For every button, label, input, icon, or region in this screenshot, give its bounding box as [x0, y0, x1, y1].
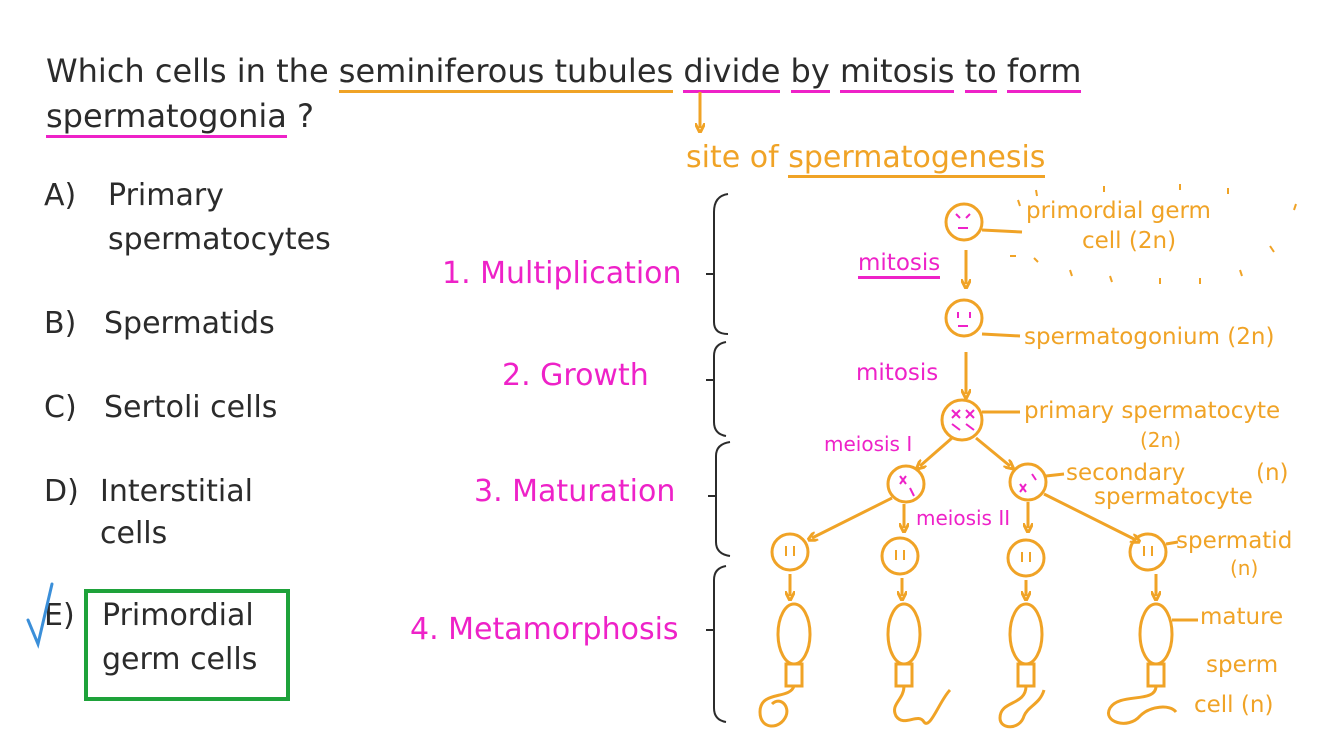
primary-spermatocyte-icon: [940, 398, 984, 442]
question-mark: ?: [297, 97, 314, 135]
correct-answer-box: [84, 589, 290, 701]
stage-multiplication: 1. Multiplication: [442, 256, 682, 291]
label-secondary-1: secondary: [1066, 460, 1186, 486]
primordial-germ-cell-icon: [944, 202, 984, 242]
label-primordial-2: cell (2n): [1082, 228, 1177, 254]
spermatid-3-icon: [1006, 538, 1046, 578]
option-e-letter: E): [44, 598, 75, 633]
question-word-to: to: [964, 52, 997, 93]
label-meiosis-1: meiosis I: [824, 432, 913, 456]
sperm-cell-2-icon: [886, 602, 952, 725]
option-d-letter: D): [44, 474, 79, 509]
label-secondary-2: spermatocyte: [1094, 484, 1253, 510]
stage-brackets: [706, 193, 731, 723]
site-prefix: site of: [686, 140, 779, 175]
label-secondary-n: (n): [1256, 460, 1289, 486]
label-spermatogonium: spermatogonium (2n): [1024, 324, 1275, 350]
option-a-text-2: spermatocytes: [108, 222, 331, 257]
label-mature-1: mature: [1200, 604, 1284, 630]
question-word-form: form: [1006, 52, 1082, 93]
stage-maturation: 3. Maturation: [474, 474, 676, 509]
spermatid-1-icon: [770, 532, 810, 572]
question-line-1: Which cells in the seminiferous tubules …: [46, 52, 1082, 93]
label-mitosis-1: mitosis: [858, 250, 941, 279]
option-d-text-2: cells: [100, 516, 168, 551]
option-d-text-1: Interstitial: [100, 474, 253, 509]
label-meiosis-2: meiosis II: [916, 506, 1011, 530]
label-primary-2: (2n): [1140, 428, 1182, 452]
question-term-mitosis: mitosis: [839, 52, 955, 93]
question-line-2: spermatogonia ?: [46, 97, 314, 138]
option-a-text-1: Primary: [108, 178, 224, 213]
label-mature-2: sperm: [1206, 652, 1279, 678]
sperm-cell-1-icon: [758, 602, 812, 728]
meiosis-arrow-right: [975, 436, 1010, 466]
secondary-spermatocyte-right-icon: [1008, 462, 1048, 502]
chromosome-marks: [899, 213, 1037, 497]
secondary-spermatocyte-left-icon: [886, 464, 926, 504]
label-primary-1: primary spermatocyte: [1024, 398, 1281, 424]
option-e-text-1: Primordial: [102, 598, 254, 633]
stage-metamorphosis: 4. Metamorphosis: [410, 612, 679, 647]
question-word-divide: divide: [683, 52, 781, 93]
question-term-seminiferous-tubules: seminiferous tubules: [338, 52, 674, 93]
sperm-cell-4-icon: [1107, 602, 1178, 725]
site-label: site of spermatogenesis: [686, 140, 1046, 178]
question-word-by: by: [790, 52, 830, 93]
spermatid-4-icon: [1128, 532, 1168, 572]
question-term-spermatogonia: spermatogonia: [46, 97, 287, 138]
spermatid-2-icon: [880, 536, 920, 576]
spermatid-marks: [785, 546, 1153, 562]
spermatogonium-icon: [944, 298, 984, 338]
site-term: spermatogenesis: [788, 140, 1046, 178]
option-b-letter: B): [44, 306, 77, 341]
checkmark-icon: [26, 582, 54, 649]
sperm-cell-3-icon: [998, 602, 1046, 729]
option-c-text: Sertoli cells: [104, 390, 278, 425]
option-e-text-2: germ cells: [102, 642, 258, 677]
primordial-dashes: [1010, 184, 1297, 284]
label-mitosis-2: mitosis: [856, 360, 939, 386]
meiosis-arrow-left: [920, 436, 953, 466]
option-c-letter: C): [44, 390, 77, 425]
stage-growth: 2. Growth: [502, 358, 649, 393]
option-b-text: Spermatids: [104, 306, 275, 341]
label-spermatid-2: (n): [1230, 556, 1259, 580]
label-primordial-1: primordial germ: [1026, 198, 1211, 224]
label-spermatid-1: spermatid: [1176, 528, 1293, 554]
label-mature-3: cell (n): [1194, 692, 1274, 718]
question-text-start: Which cells in the: [46, 52, 329, 90]
option-a-letter: A): [44, 178, 77, 213]
